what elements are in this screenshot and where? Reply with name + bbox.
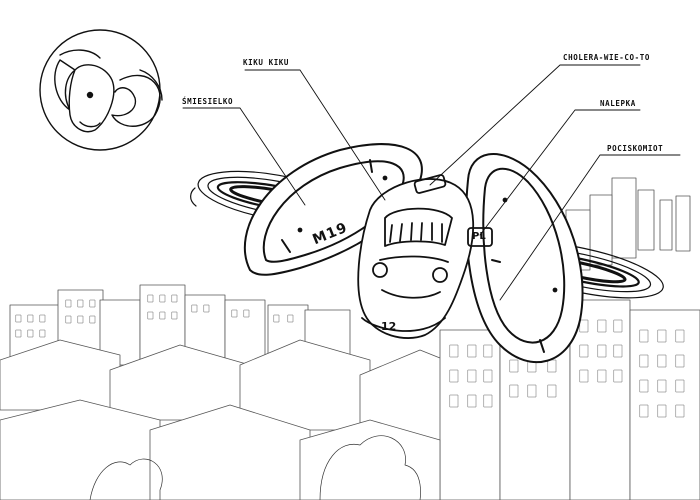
label-kiku-kiku: KIKU KIKU: [243, 58, 290, 67]
label-smiesielko: ŚMIESIELKO: [182, 97, 234, 106]
right-ring: [465, 153, 584, 364]
pl-sticker: PL: [472, 231, 486, 242]
label-pociskomiot: POCISKOMIOT: [607, 144, 664, 153]
label-cholera-wie-co-to: CHOLERA-WIE-CO-TO: [563, 53, 650, 62]
label-nalepka: NALEPKA: [600, 99, 636, 108]
trees: [89, 435, 421, 500]
rear-number-marking: 12: [381, 320, 397, 333]
callout-lines: [182, 64, 681, 301]
city-skyline: [0, 177, 700, 500]
ram-head-medallion: [39, 29, 163, 151]
city-windows: [15, 294, 685, 418]
flying-car-body: [357, 174, 493, 339]
